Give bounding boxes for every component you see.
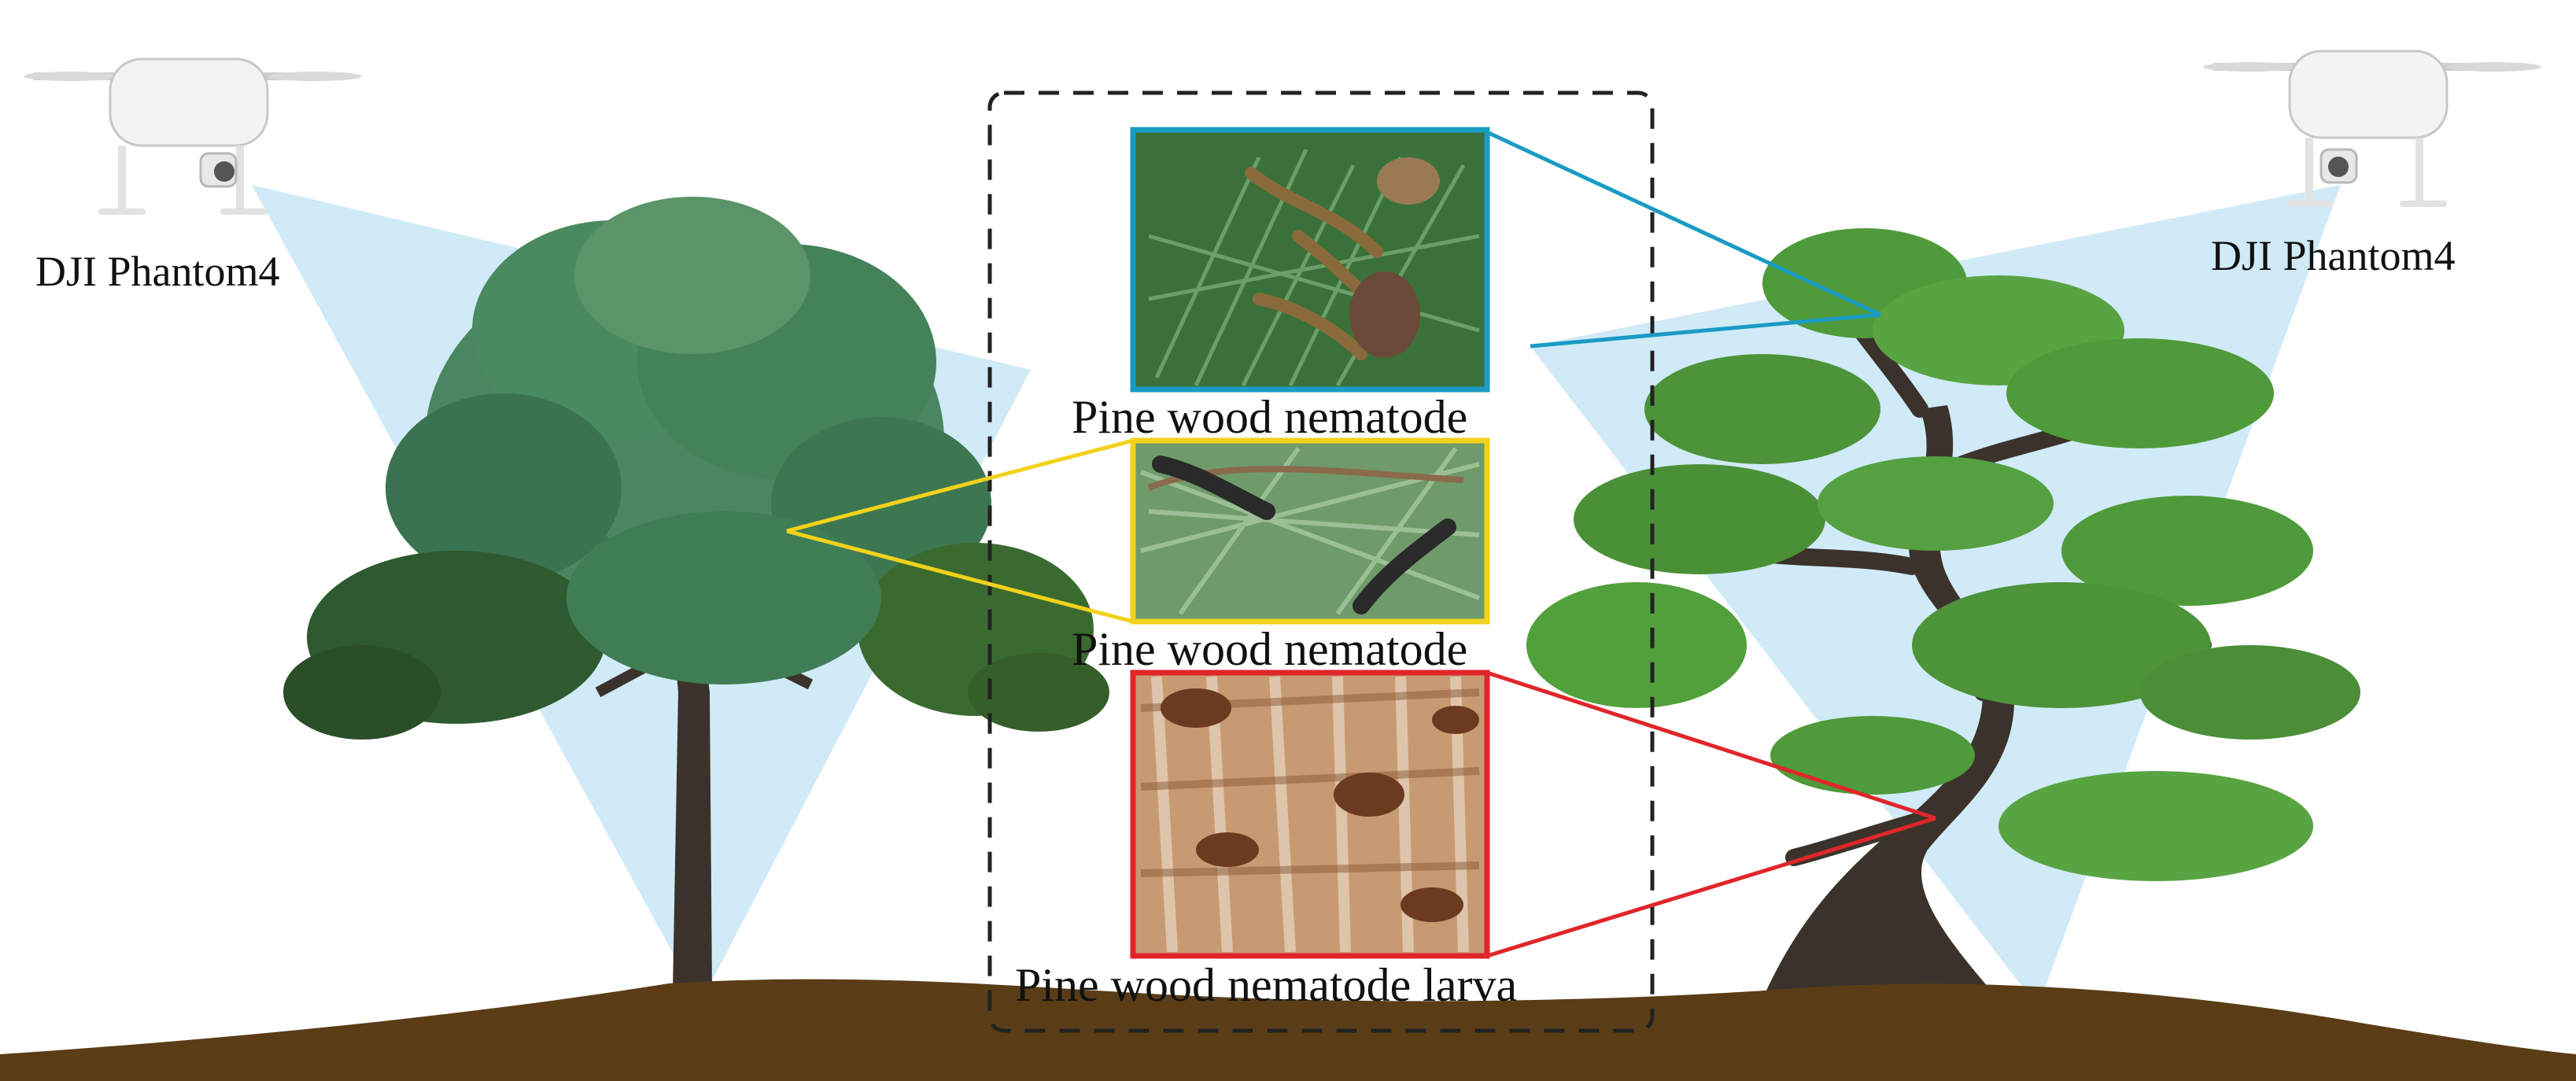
left-drone-icon: [24, 57, 362, 215]
dashed-frame: [987, 90, 1655, 1033]
connector-lines: [786, 130, 1936, 958]
right-drone-label: DJI Phantom4: [2211, 232, 2456, 279]
left-drone-label: DJI Phantom4: [35, 248, 280, 295]
panel-1-caption: Pine wood nematode: [1072, 391, 1468, 443]
red-connector: [1486, 670, 1936, 958]
panel-caterpillars: [1130, 437, 1490, 625]
panel-2-caption: Pine wood nematode: [1072, 623, 1468, 675]
right-drone-icon: [2203, 50, 2541, 207]
panel-bark-larva: [1130, 670, 1490, 959]
panel-needle-damage: [1130, 127, 1490, 393]
yellow-connector: [786, 438, 1134, 624]
blue-connector: [1485, 130, 1882, 349]
panel-3-caption: Pine wood nematode larva: [1015, 959, 1518, 1011]
left-pine-tree: [283, 197, 1109, 991]
right-bonsai-pine: [1526, 228, 2360, 999]
ground: [0, 979, 2576, 1081]
